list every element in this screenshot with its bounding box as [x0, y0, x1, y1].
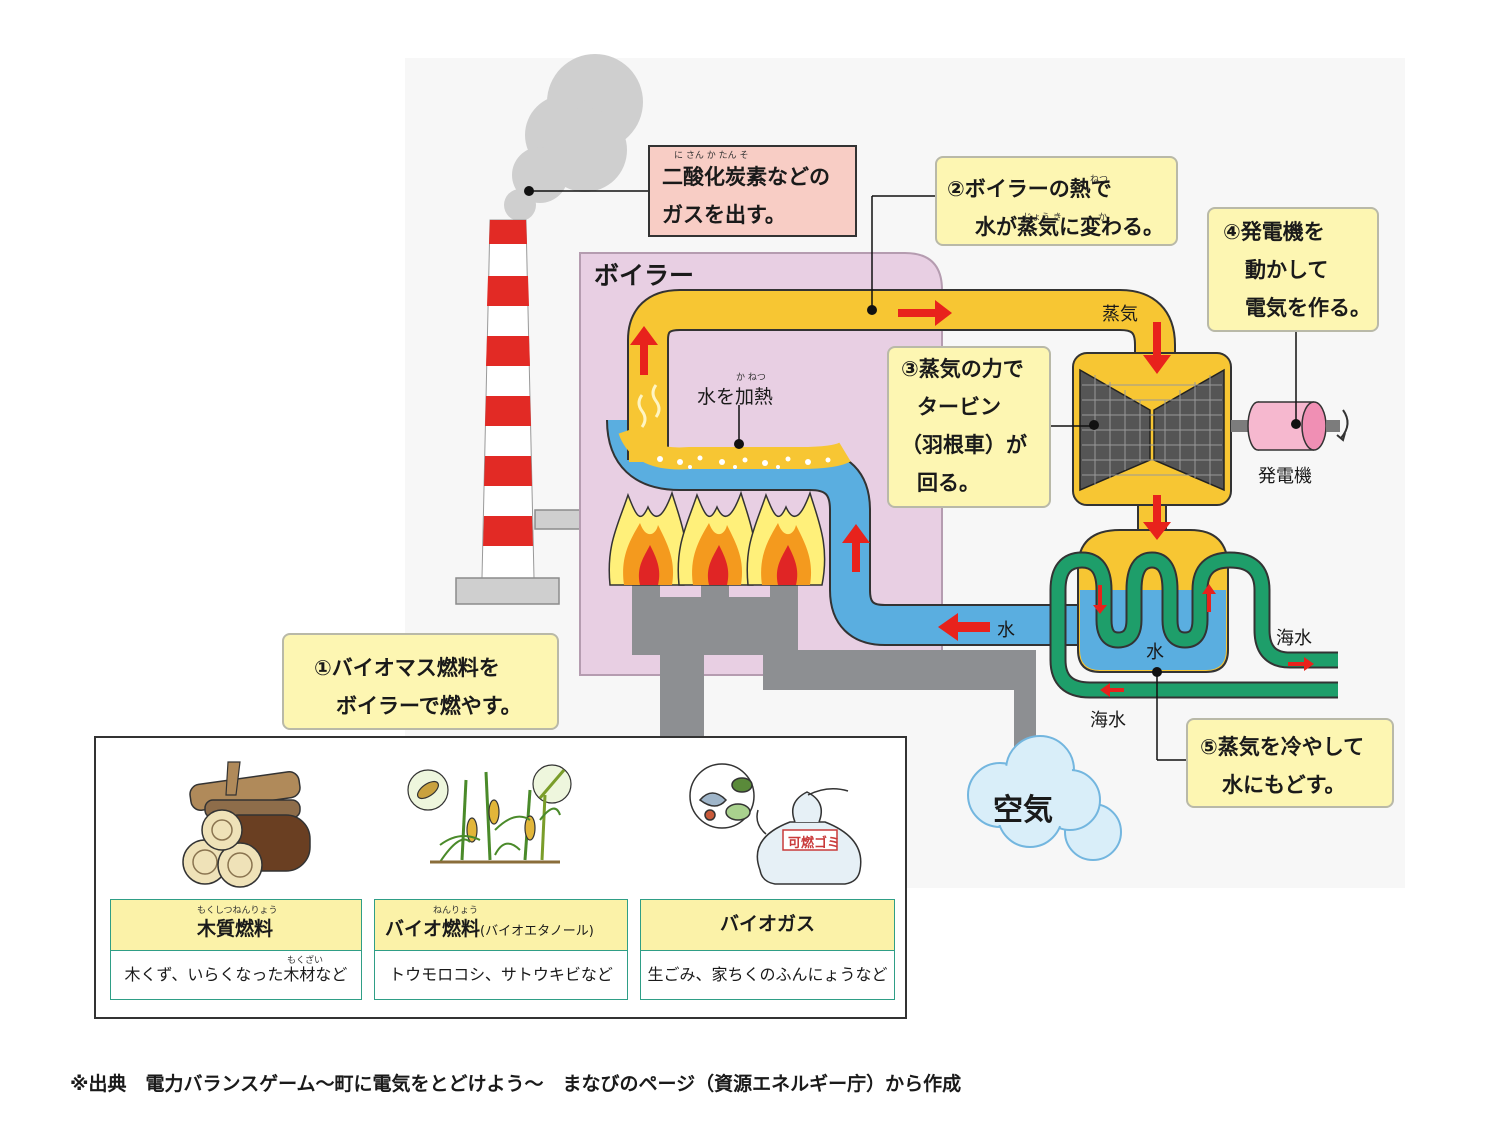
condenser — [1049, 529, 1338, 699]
bio-title-ruby: ねんりょう — [433, 906, 479, 916]
step5-note: ⑤蒸気を冷やして 水にもどす。 — [1186, 718, 1394, 808]
step2-ruby1: ねつ — [1090, 175, 1109, 185]
generator-label: 発電機 — [1258, 466, 1312, 487]
step3-line1: ③蒸気の力で — [901, 357, 1024, 381]
step1-line1: ①バイオマス燃料を — [314, 656, 500, 680]
heat-waves — [637, 384, 661, 428]
step2-ruby2: じょう き — [1023, 213, 1062, 223]
wood-title-ruby: もくしつねんりょう — [197, 906, 278, 916]
step2-note: ねつ ②ボイラーの熱で じょう き か 水が蒸気に変わる。 — [935, 156, 1178, 246]
seawater-out-label: 海水 — [1090, 710, 1126, 731]
co2-note-line1: 二酸化炭素などの — [662, 165, 830, 189]
wood-logs-illustration — [182, 761, 311, 888]
fuel-card-bio-title: ねんりょう バイオ燃料(バイオエタノール) — [374, 899, 628, 951]
step5-line2: 水にもどす。 — [1222, 773, 1346, 797]
co2-note-box: に さん か たん そ 二酸化炭素などの ガスを出す。 — [648, 145, 857, 237]
step4-line1: ④発電機を — [1223, 220, 1325, 244]
water-pipe-label: 水 — [997, 620, 1015, 641]
heat-ruby: か ねつ — [736, 373, 766, 383]
wood-title: 木質燃料 — [197, 918, 274, 940]
air-label: 空気 — [993, 793, 1053, 828]
step4-line2: 動かして — [1245, 258, 1329, 282]
gas-desc: 生ごみ、家ちくのふんにょうなど — [647, 965, 888, 984]
step3-line3: （羽根車）が — [901, 433, 1027, 457]
step1-note: ①バイオマス燃料を ボイラーで燃やす。 — [282, 633, 559, 730]
source-citation: ※出典 電力バランスゲーム〜町に電気をとどけよう〜 まなびのページ（資源エネルギ… — [70, 1073, 962, 1095]
flames — [608, 490, 826, 586]
bio-title-suffix: (バイオエタノール) — [480, 924, 594, 939]
flow-arrows — [630, 300, 1314, 697]
bio-title-main: バイオ燃料 — [385, 918, 481, 940]
step3-line4: 回る。 — [917, 471, 980, 495]
garbage-bag-label: 可燃ゴミ — [788, 836, 841, 851]
generator — [1247, 401, 1349, 451]
bio-desc: トウモロコシ、サトウキビなど — [389, 965, 613, 984]
water-tank-label: 水 — [1146, 642, 1164, 663]
smoke-cloud — [504, 54, 643, 221]
bio-title: バイオ燃料(バイオエタノール) — [385, 914, 594, 941]
step1-line2: ボイラーで燃やす。 — [336, 694, 522, 718]
corn-sugarcane-illustration — [407, 764, 572, 864]
step4-note: ④発電機を 動かして 電気を作る。 — [1207, 207, 1379, 332]
fuel-card-wood-title: もくしつねんりょう 木質燃料 — [110, 899, 362, 951]
heat-label: 水を加熱 — [697, 386, 774, 408]
co2-ruby: に さん か たん そ — [674, 151, 749, 161]
fuel-card-bio-desc: トウモロコシ、サトウキビなど — [374, 951, 628, 1000]
boiler-title: ボイラー — [594, 261, 695, 290]
fuel-card-gas-desc: 生ごみ、家ちくのふんにょうなど — [640, 951, 895, 1000]
garbage-bag-illustration — [689, 763, 862, 885]
steam-label: 蒸気 — [1102, 304, 1138, 325]
fuel-card-gas-title: バイオガス — [640, 899, 895, 951]
step5-line1: ⑤蒸気を冷やして — [1200, 735, 1365, 759]
co2-note-line2: ガスを出す。 — [662, 203, 786, 227]
step3-line2: タービン — [917, 395, 1001, 419]
pointer-lines — [738, 195, 1297, 761]
step2-line1: ②ボイラーの熱で — [947, 177, 1112, 201]
gas-title: バイオガス — [719, 913, 815, 935]
step4-line3: 電気を作る。 — [1245, 296, 1371, 320]
step3-note: ③蒸気の力で タービン （羽根車）が 回る。 — [887, 346, 1051, 508]
bubbles — [657, 455, 831, 469]
wood-desc-ruby: もくざい — [287, 956, 324, 966]
step2-ruby3: か — [1098, 213, 1108, 223]
chimney — [455, 219, 581, 605]
flue-pipes — [632, 580, 1036, 760]
fuel-card-wood-desc: もくざい 木くず、いらくなった木材など — [110, 951, 362, 1000]
step2-line2: 水が蒸気に変わる。 — [975, 215, 1164, 239]
seawater-in-label: 海水 — [1276, 628, 1312, 649]
wood-desc: 木くず、いらくなった木材など — [124, 965, 348, 984]
